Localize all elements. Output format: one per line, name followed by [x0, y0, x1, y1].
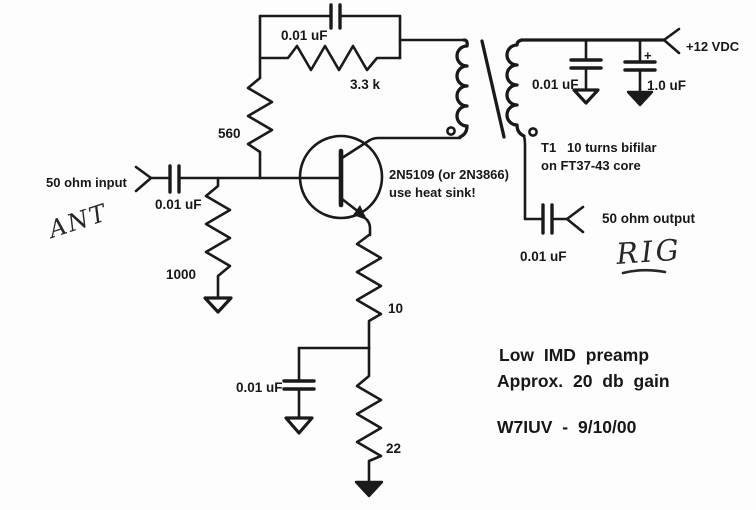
- emitter-network: 10 0.01 uF 22: [236, 233, 403, 498]
- input-connector-icon: [134, 165, 153, 193]
- base-resistor-value: 560: [218, 126, 241, 141]
- wire: [258, 14, 402, 80]
- ground-symbol: [354, 480, 384, 498]
- feedback-resistor-value: 3.3 k: [350, 77, 381, 92]
- phase-dot-icon: [528, 127, 538, 137]
- transformer-t1: T1 10 turns bifilar on FT37-43 core: [446, 38, 657, 173]
- transistor-circle: [298, 134, 384, 220]
- shunt-resistor-value: 1000: [166, 267, 196, 282]
- electrolytic-cap-value: 1.0 uF: [647, 78, 686, 93]
- phase-dot-icon: [446, 126, 456, 136]
- emitter-resistor-bottom-value: 22: [386, 441, 401, 456]
- supply-rail-label: +12 VDC: [686, 39, 740, 54]
- emitter-resistor-bottom-symbol: [355, 346, 383, 484]
- rail-cap-value: 0.01 uF: [532, 77, 579, 92]
- ground-symbol: [572, 88, 600, 105]
- transformer-note-line2: on FT37-43 core: [541, 158, 641, 173]
- emitter-bypass-cap-value: 0.01 uF: [236, 380, 283, 395]
- shunt-resistor-symbol: [204, 176, 232, 299]
- feedback-cap-value: 0.01 uF: [281, 28, 328, 43]
- note-title-line: Low IMD preamp: [499, 345, 649, 365]
- transistor-note-label: use heat sink!: [389, 185, 476, 200]
- transformer-note-line1: 10 turns bifilar: [567, 140, 657, 155]
- electrolytic-capacitor-symbol: [623, 60, 657, 72]
- handwritten-ant-note: ANT: [43, 198, 111, 244]
- feedback-network: 0.01 uF 3.3 k: [258, 3, 466, 92]
- emitter-wire: [363, 216, 372, 237]
- rail-bypass-capacitor-symbol: [569, 58, 603, 70]
- supply-connector-icon: [662, 27, 681, 55]
- note-gain-line: Approx. 20 db gain: [497, 371, 670, 391]
- note-callsign-date-line: W7IUV - 9/10/00: [497, 417, 637, 437]
- output-section: 50 ohm output 0.01 uF RIG: [520, 134, 695, 275]
- collector-wire: [340, 136, 462, 160]
- base-resistor: 560: [218, 76, 274, 180]
- transformer-core-line: [480, 39, 506, 139]
- input-port-label: 50 ohm input: [46, 175, 128, 190]
- transformer-primary-winding: [455, 38, 469, 139]
- input-coupling-capacitor-symbol: [168, 164, 181, 194]
- feedback-capacitor-symbol: [329, 3, 342, 30]
- output-port-label: 50 ohm output: [602, 211, 695, 226]
- input-cap-value: 0.01 uF: [155, 197, 202, 212]
- ground-symbol: [284, 416, 314, 435]
- emitter-resistor-top-symbol: [355, 233, 383, 350]
- polarity-plus-sign: +: [644, 48, 652, 63]
- output-coupling-capacitor-symbol: [541, 203, 554, 235]
- ground-symbol: [203, 296, 233, 314]
- emitter-bypass-capacitor-symbol: [282, 379, 316, 391]
- output-cap-value: 0.01 uF: [520, 249, 567, 264]
- ground-symbol: [626, 90, 654, 107]
- emitter-resistor-top-value: 10: [388, 301, 403, 316]
- output-wire: [522, 134, 543, 221]
- supply-rail-section: + +12 VDC 0.01 uF 1.0 uF: [520, 27, 740, 107]
- transistor-symbol: 2N5109 (or 2N3866) use heat sink!: [298, 134, 509, 237]
- input-section: 50 ohm input 0.01 uF 1000 ANT: [43, 164, 341, 314]
- output-connector-icon: [565, 205, 585, 234]
- transformer-designator: T1: [541, 140, 556, 155]
- title-notes: Low IMD preamp Approx. 20 db gain W7IUV …: [497, 345, 670, 437]
- transistor-part-label: 2N5109 (or 2N3866): [389, 167, 509, 182]
- feedback-resistor-symbol: [260, 44, 402, 72]
- handwritten-rig-note: RIG: [614, 232, 683, 271]
- transformer-secondary-winding: [505, 38, 526, 138]
- base-resistor-symbol: [246, 76, 274, 180]
- handwritten-underline: [621, 268, 667, 275]
- emitter-arrow-icon: [353, 205, 367, 220]
